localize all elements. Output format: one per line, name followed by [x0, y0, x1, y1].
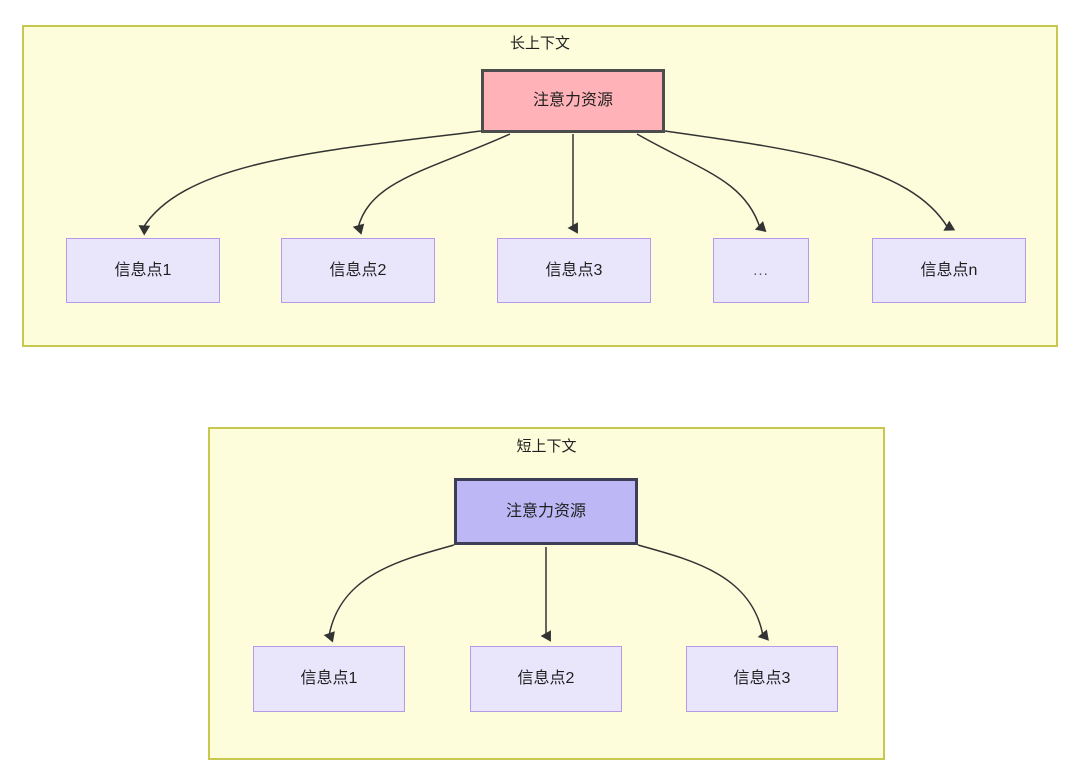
node-label: 注意力资源 [505, 502, 586, 520]
node-long-info-point-ellipsis[interactable]: ... [713, 238, 809, 303]
node-long-info-point-2[interactable]: 信息点2 [281, 238, 435, 303]
node-label: 信息点1 [300, 670, 358, 688]
panel-short-context-title: 短上下文 [516, 438, 577, 455]
node-long-info-point-1[interactable]: 信息点1 [66, 238, 220, 303]
node-label: 信息点3 [733, 670, 791, 688]
node-label: 注意力资源 [532, 92, 613, 110]
node-label: ... [753, 261, 769, 279]
node-label: 信息点n [920, 261, 978, 279]
node-short-info-point-1[interactable]: 信息点1 [253, 646, 405, 712]
node-short-info-point-2[interactable]: 信息点2 [470, 646, 622, 712]
node-short-attention-resource[interactable]: 注意力资源 [454, 478, 638, 545]
panel-long-context-title: 长上下文 [509, 35, 570, 52]
node-label: 信息点3 [545, 261, 603, 279]
node-long-attention-resource[interactable]: 注意力资源 [481, 69, 665, 133]
node-long-info-point-n[interactable]: 信息点n [872, 238, 1026, 303]
node-label: 信息点1 [114, 261, 172, 279]
node-label: 信息点2 [329, 261, 387, 279]
node-long-info-point-3[interactable]: 信息点3 [497, 238, 651, 303]
node-label: 信息点2 [517, 670, 575, 688]
node-short-info-point-3[interactable]: 信息点3 [686, 646, 838, 712]
